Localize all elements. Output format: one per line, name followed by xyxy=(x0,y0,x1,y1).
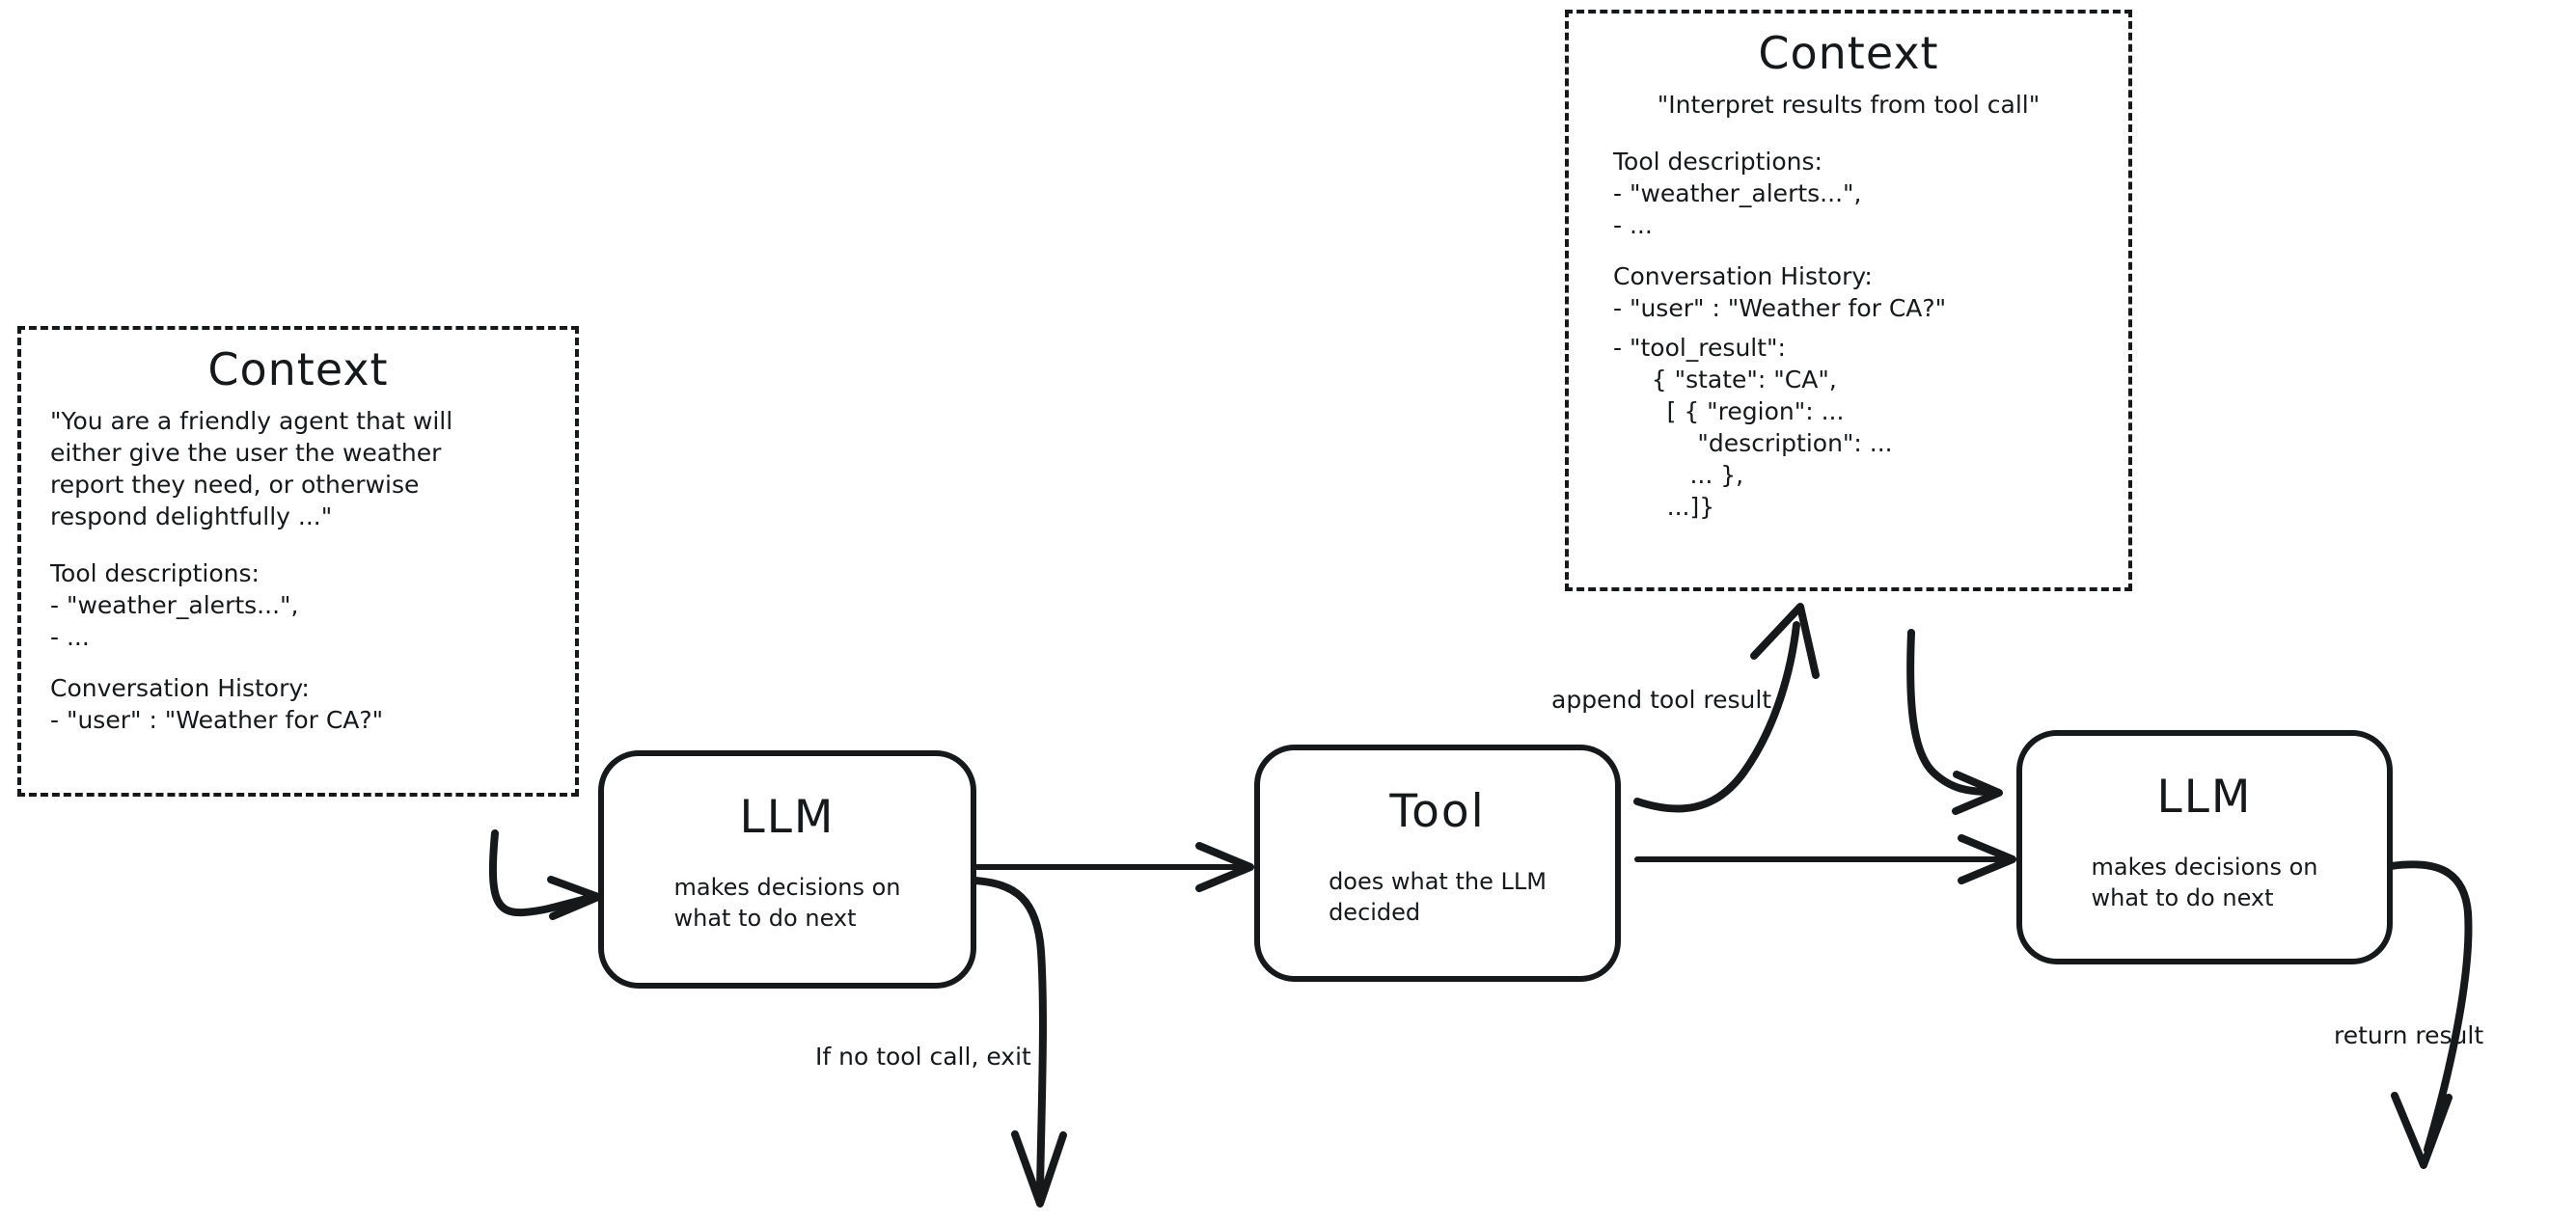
context-left-body: "You are a friendly agent that will eith… xyxy=(21,405,575,736)
context-right-tool-result-body: { "state": "CA", [ { "region": ... "desc… xyxy=(1651,366,1893,521)
node-llm-2-subtitle: makes decisions on what to do next xyxy=(2091,854,2318,911)
edge-label-append-tool-result: append tool result xyxy=(1551,686,1772,714)
node-llm-2-title: LLM xyxy=(2156,771,2253,824)
context-left-tools-items: - "weather_alerts...", - ... xyxy=(50,591,299,651)
context-right-history-items: - "user" : "Weather for CA?" xyxy=(1613,294,1947,322)
edge-label-return-result: return result xyxy=(2334,1021,2484,1049)
node-llm-1-subtitle: makes decisions on what to do next xyxy=(673,874,901,932)
arrow-tool-to-llm2 xyxy=(1634,834,2016,884)
node-llm-1[interactable]: LLM makes decisions on what to do next xyxy=(598,750,976,989)
context-left-history-items: - "user" : "Weather for CA?" xyxy=(50,706,384,734)
context-right-system-prompt: "Interpret results from tool call" xyxy=(1657,91,2041,119)
edge-label-no-tool-call-exit: If no tool call, exit xyxy=(815,1043,1031,1071)
spacer xyxy=(50,653,550,672)
node-tool[interactable]: Tool does what the LLM decided xyxy=(1254,745,1621,982)
context-right-title: Context xyxy=(1758,27,1939,79)
arrow-llm1-to-tool xyxy=(974,842,1254,892)
context-panel-left: Context "You are a friendly agent that w… xyxy=(17,326,579,797)
context-left-system-prompt: "You are a friendly agent that will eith… xyxy=(50,407,453,530)
context-right-tools-items: - "weather_alerts...", - ... xyxy=(1613,179,1862,239)
context-right-tool-result-header: - "tool_result": xyxy=(1613,334,1786,362)
node-llm-1-title: LLM xyxy=(739,791,836,844)
context-left-history-header: Conversation History: xyxy=(50,674,310,702)
spacer xyxy=(1613,126,2103,146)
context-right-body: "Interpret results from tool call" Tool … xyxy=(1569,89,2128,523)
node-tool-subtitle: does what the LLM decided xyxy=(1329,868,1547,926)
context-left-tools-header: Tool descriptions: xyxy=(50,559,260,587)
arrow-context-right-to-llm2 xyxy=(1906,629,2003,815)
node-tool-title: Tool xyxy=(1389,785,1486,838)
spacer xyxy=(50,538,550,557)
context-right-history-header: Conversation History: xyxy=(1613,262,1873,290)
arrow-llm2-exit xyxy=(2387,860,2473,1169)
node-llm-2[interactable]: LLM makes decisions on what to do next xyxy=(2016,730,2393,964)
context-left-title: Context xyxy=(207,343,389,395)
spacer xyxy=(1613,241,2103,260)
context-panel-right: Context "Interpret results from tool cal… xyxy=(1565,10,2132,591)
arrow-context-left-to-llm1 xyxy=(488,829,602,920)
context-right-tools-header: Tool descriptions: xyxy=(1613,148,1822,176)
